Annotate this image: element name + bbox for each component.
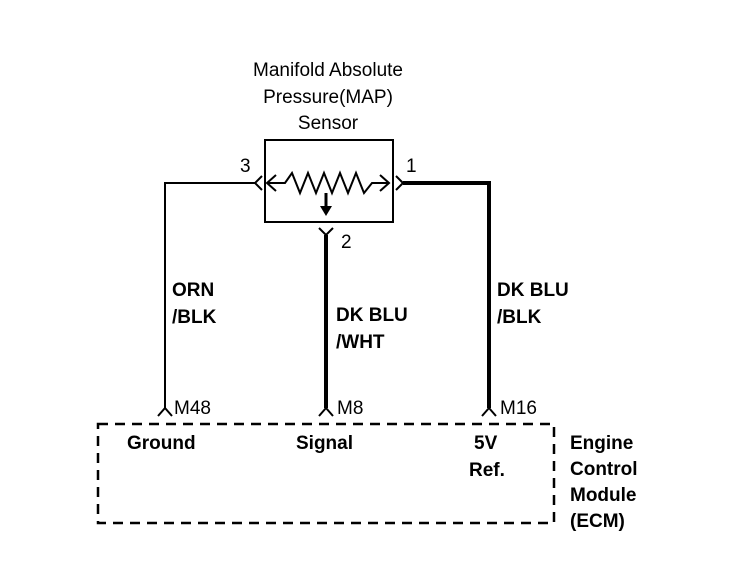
pin-3-label: 3: [240, 156, 251, 177]
ecm-signal-label: Signal: [296, 433, 353, 454]
ecm-ground-label: Ground: [127, 433, 196, 454]
ecm-name-line1: Engine: [570, 433, 633, 454]
pin1-connector: [395, 175, 405, 191]
ecm-box: [96, 422, 556, 525]
ecm-pin-m16-label: M16: [500, 398, 537, 419]
pin-2-label: 2: [341, 232, 352, 253]
sensor-title-line3: Sensor: [298, 113, 359, 134]
ecm-name-line2: Control: [570, 459, 638, 480]
resistor-symbol: [265, 170, 391, 196]
ecm-name-line3: Module: [570, 485, 637, 506]
wire-orn-blk: [164, 182, 255, 408]
pin2-connector: [318, 227, 334, 237]
ecm-name-line4: (ECM): [570, 511, 625, 532]
sensor-title-line2: Pressure(MAP): [263, 87, 393, 108]
ecm-ref-line1: 5V: [474, 433, 498, 454]
ecm-pin-m48-connector: [157, 406, 173, 417]
pin3-connector: [253, 175, 263, 191]
wire-dk-blu-blk: [403, 181, 491, 408]
ecm-ref-line2: Ref.: [469, 460, 505, 481]
wiper-arrow: [320, 193, 332, 216]
pin-1-label: 1: [406, 156, 417, 177]
sensor-title-line1: Manifold Absolute: [253, 60, 403, 81]
ecm-pin-m16-connector: [481, 406, 497, 417]
wire-right-color-line2: /BLK: [497, 307, 542, 328]
map-sensor-box: [264, 139, 394, 223]
wire-right-color-line1: DK BLU: [497, 280, 569, 301]
wire-left-color-line1: ORN: [172, 280, 214, 301]
wire-left-color-line2: /BLK: [172, 307, 217, 328]
wire-center-color-line1: DK BLU: [336, 305, 408, 326]
ecm-pin-m8-label: M8: [337, 398, 363, 419]
ecm-pin-m8-connector: [318, 406, 334, 417]
ecm-pin-m48-label: M48: [174, 398, 211, 419]
wire-center-color-line2: /WHT: [336, 332, 385, 353]
